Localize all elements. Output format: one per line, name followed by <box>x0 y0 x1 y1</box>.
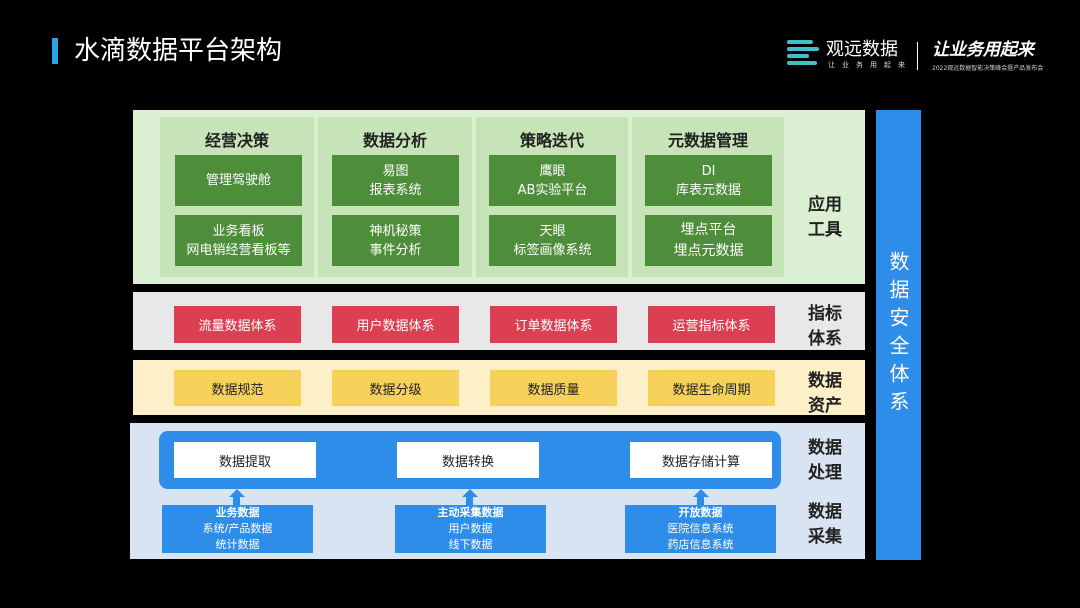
asset-layer-label: 数据 资产 <box>797 369 853 419</box>
layer-label-line: 体系 <box>808 329 842 349</box>
page-title: 水滴数据平台架构 <box>74 36 283 66</box>
tool-sublabel: 网电销经营看板等 <box>186 242 291 258</box>
data-source-box: 业务数据 系统/产品数据 统计数据 <box>162 505 313 553</box>
tool-label: 天眼 <box>539 223 566 239</box>
tool-label: DI <box>701 163 716 179</box>
tool-sublabel: 标签画像系统 <box>513 242 592 258</box>
title-accent-bar <box>52 38 58 64</box>
indicator-box: 运营指标体系 <box>648 306 775 343</box>
app-tool-box: 管理驾驶舱 <box>175 155 302 206</box>
layer-label-line: 工具 <box>808 220 842 240</box>
data-source-box: 主动采集数据 用户数据 线下数据 <box>395 505 546 553</box>
app-tool-box: 业务看板 网电销经营看板等 <box>175 215 302 266</box>
app-tool-box: 易图 报表系统 <box>332 155 459 206</box>
tool-label: 神机秘策 <box>369 223 422 239</box>
asset-box: 数据质量 <box>490 370 617 406</box>
event-slogan: 让业务用起来 <box>932 40 1034 60</box>
layer-label-line: 数据 <box>808 438 842 458</box>
processing-box: 数据存储计算 <box>630 442 772 478</box>
arrow-stem <box>233 496 240 505</box>
layer-label-line: 资产 <box>808 396 842 416</box>
app-column-title: 策略迭代 <box>519 131 584 150</box>
app-tool-box: 神机秘策 事件分析 <box>332 215 459 266</box>
source-line: 系统/产品数据 <box>202 522 273 535</box>
app-column-title: 元数据管理 <box>667 131 748 150</box>
source-title: 主动采集数据 <box>437 506 504 519</box>
indicator-box: 流量数据体系 <box>174 306 301 343</box>
tool-label: 鹰眼 <box>539 163 566 179</box>
indicator-layer-label: 指标 体系 <box>797 302 853 352</box>
app-tool-box: 埋点平台 埋点元数据 <box>645 215 772 266</box>
asset-box: 数据规范 <box>174 370 301 406</box>
tool-sublabel: 埋点元数据 <box>673 242 744 259</box>
source-title: 开放数据 <box>678 506 723 519</box>
security-label: 数据安全体系 <box>886 251 910 419</box>
up-arrow-icon <box>229 489 245 497</box>
layer-label-line: 数据 <box>808 502 842 522</box>
source-line: 用户数据 <box>448 522 493 535</box>
layer-label-line: 应用 <box>808 195 842 215</box>
app-layer-label: 应用 工具 <box>797 193 853 243</box>
data-source-box: 开放数据 医院信息系统 药店信息系统 <box>625 505 776 553</box>
source-line: 统计数据 <box>215 538 260 551</box>
processing-box: 数据提取 <box>174 442 316 478</box>
up-arrow-icon <box>693 489 709 497</box>
arrow-stem <box>697 496 704 505</box>
asset-box: 数据分级 <box>332 370 459 406</box>
layer-label-line: 数据 <box>808 371 842 391</box>
layer-label-line: 指标 <box>808 304 842 324</box>
layer-label-line: 处理 <box>808 463 842 483</box>
source-title: 业务数据 <box>215 506 260 519</box>
brand-logo-icon <box>787 40 819 70</box>
tool-sublabel: 库表元数据 <box>675 182 741 198</box>
up-arrow-icon <box>462 489 478 497</box>
collection-layer-label: 数据 采集 <box>797 500 853 550</box>
layer-label-line: 采集 <box>808 527 842 547</box>
indicator-box: 用户数据体系 <box>332 306 459 343</box>
processing-box: 数据转换 <box>397 442 539 478</box>
tool-sublabel: 报表系统 <box>369 182 422 198</box>
app-column-title: 经营决策 <box>204 131 269 150</box>
processing-layer-label: 数据 处理 <box>797 436 853 486</box>
logo-divider <box>917 42 918 70</box>
indicator-box: 订单数据体系 <box>490 306 617 343</box>
source-line: 药店信息系统 <box>667 538 734 551</box>
brand-tagline: 让业务用起来 <box>828 61 912 69</box>
event-name: 2022观远数据智能决策峰会暨产品发布会 <box>932 65 1044 72</box>
app-tool-box: 鹰眼 AB实验平台 <box>489 155 616 206</box>
app-column-title: 数据分析 <box>362 131 427 150</box>
tool-label: 埋点平台 <box>680 221 737 238</box>
source-line: 医院信息系统 <box>667 522 734 535</box>
tool-sublabel: AB实验平台 <box>517 182 588 198</box>
asset-box: 数据生命周期 <box>648 370 775 406</box>
security-system-column: 数据安全体系 <box>876 110 921 560</box>
app-tool-box: 天眼 标签画像系统 <box>489 215 616 266</box>
arrow-stem <box>466 496 473 505</box>
tool-label: 管理驾驶舱 <box>205 173 271 188</box>
brand-name: 观远数据 <box>826 39 898 60</box>
tool-label: 业务看板 <box>212 223 265 239</box>
source-line: 线下数据 <box>448 538 493 551</box>
tool-label: 易图 <box>382 163 409 179</box>
tool-sublabel: 事件分析 <box>369 242 422 258</box>
app-tool-box: DI 库表元数据 <box>645 155 772 206</box>
